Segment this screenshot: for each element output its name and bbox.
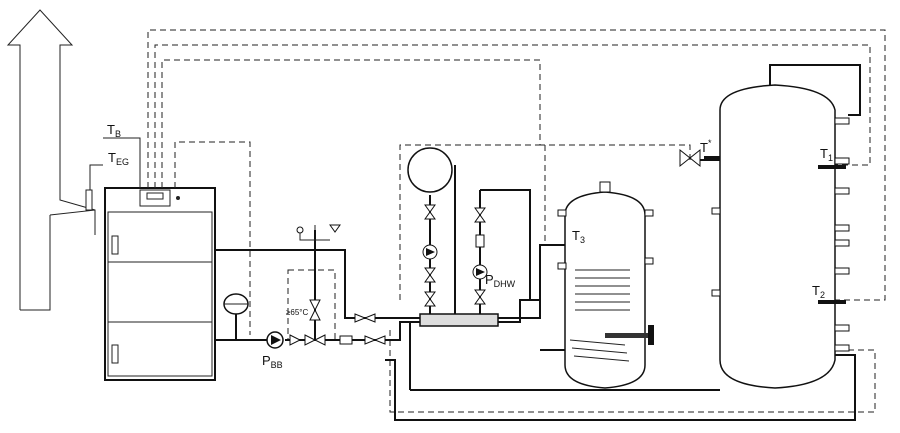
sensor-tb-label: TB (107, 122, 121, 139)
sensor-tstar-label: T* (700, 138, 712, 155)
pump-bb-label: PBB (262, 353, 283, 370)
pump-bb-icon (266, 331, 284, 349)
dhw-tank-icon (557, 181, 654, 389)
buffer-tank-icon (711, 64, 861, 389)
mixing-valve-icon (289, 299, 326, 346)
sensor-teg-label: TEG (108, 150, 129, 167)
expansion-vessel-icon (223, 293, 249, 340)
mix-temp-label: ≥65°C (286, 308, 308, 317)
sensor-t1-label: T1 (820, 146, 833, 163)
valves-icon (339, 313, 386, 345)
pump-dhw-label: PDHW (485, 272, 516, 289)
thermostatic-valve-icon (679, 148, 720, 168)
safety-valves (296, 224, 341, 241)
manifold (419, 313, 499, 327)
sensor-t3-label: T3 (572, 228, 585, 245)
sensor-cables (147, 29, 886, 413)
heating-expansion-vessel-icon (407, 147, 453, 307)
sensor-t2-label: T2 (812, 283, 825, 300)
chimney-arrow-icon (6, 9, 96, 311)
pump-dhw-icon (472, 207, 488, 305)
boiler-icon (104, 187, 216, 381)
